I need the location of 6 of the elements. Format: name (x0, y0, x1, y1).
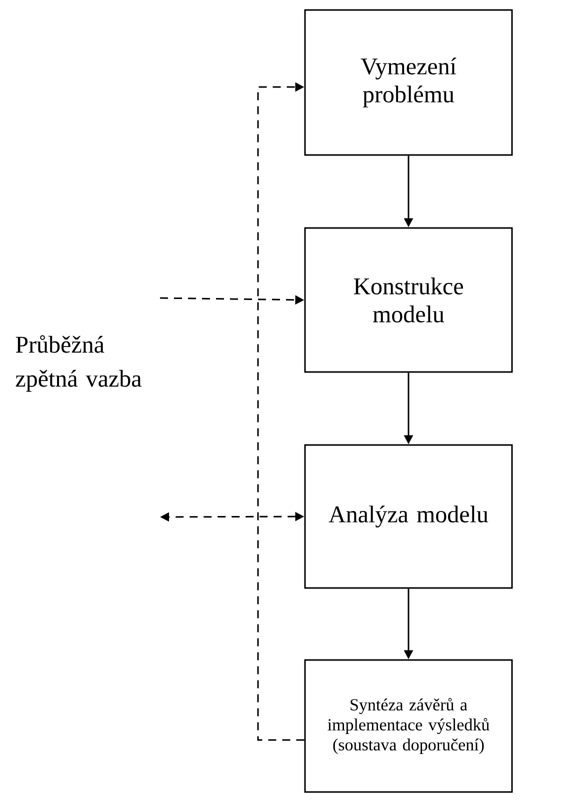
process-box: Analýza modelu (304, 444, 513, 589)
process-box: Vymezení problému (304, 9, 513, 156)
side-label: Průběžná zpětná vazba (16, 335, 142, 392)
process-box: Konstrukce modelu (304, 227, 513, 373)
arrow (257, 82, 304, 741)
process-box: Syntéza závěrů a implementace výsledků (soustava doporučení) (304, 659, 513, 793)
